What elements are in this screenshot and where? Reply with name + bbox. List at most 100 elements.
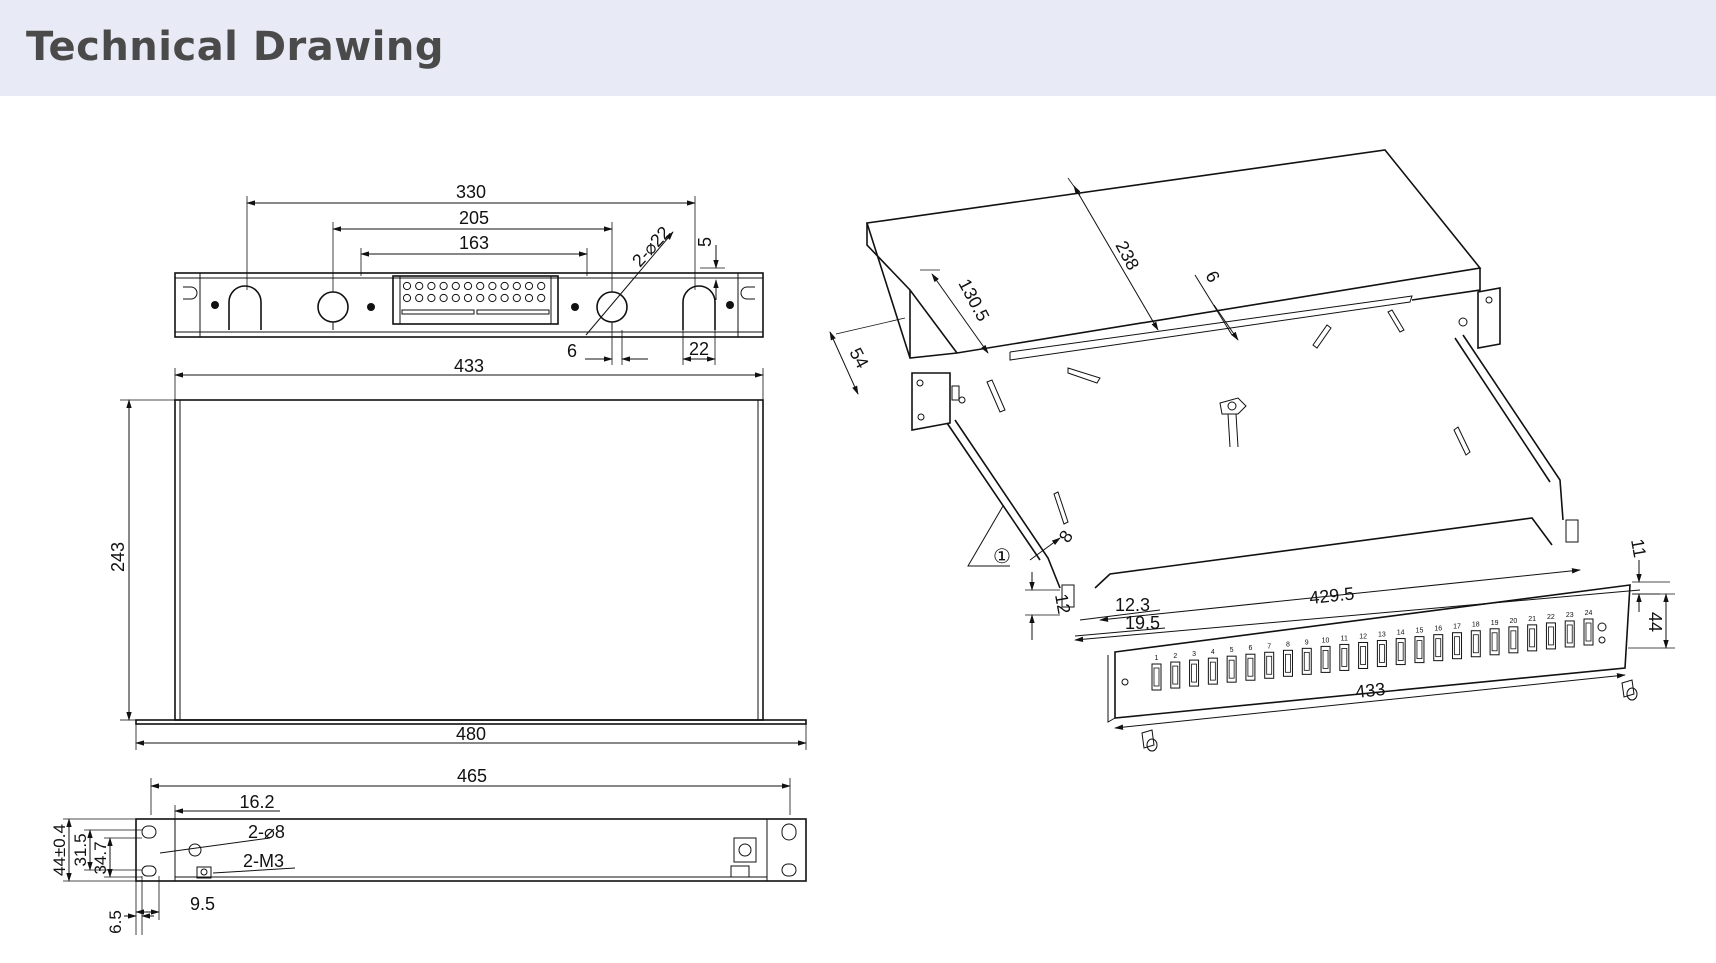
fiber-port-inner xyxy=(1228,659,1235,679)
side-outline xyxy=(135,818,807,882)
fiber-port xyxy=(1508,626,1519,654)
port-number: 21 xyxy=(1528,616,1536,623)
fiber-port-inner xyxy=(1303,651,1310,671)
fiber-port-inner xyxy=(1435,638,1442,658)
adapter-hole xyxy=(463,293,473,303)
dim-5: 5 xyxy=(695,237,715,247)
adapter-hole xyxy=(500,281,509,291)
adapter-hole xyxy=(488,293,497,303)
fiber-port-inner xyxy=(1209,661,1216,681)
screw-dot xyxy=(726,301,734,309)
fiber-port xyxy=(1545,622,1556,650)
fiber-port-inner xyxy=(1341,648,1348,667)
front-view: 330 205 163 2-⌀22 5 6 22 xyxy=(174,182,764,365)
tray-outline xyxy=(174,399,764,721)
adapter-panel xyxy=(392,275,559,325)
port-number: 24 xyxy=(1585,610,1593,617)
adapter-hole xyxy=(402,293,412,303)
mount-slot xyxy=(141,865,157,877)
port-number: 22 xyxy=(1547,614,1555,621)
front-panel-outline xyxy=(174,272,764,338)
port-number: 20 xyxy=(1509,618,1517,625)
ear-slot-right xyxy=(740,286,755,300)
fiber-port-inner xyxy=(1585,622,1592,642)
port-number: 11 xyxy=(1341,635,1348,642)
dim-163: 163 xyxy=(459,233,489,253)
cable-clip xyxy=(733,837,757,863)
dim-429-5: 429.5 xyxy=(1308,583,1355,608)
adapter-hole xyxy=(476,281,485,291)
dim-22: 22 xyxy=(689,339,709,359)
adapter-hole xyxy=(524,281,534,291)
dim-12: 12 xyxy=(1051,592,1074,615)
dim-54: 54 xyxy=(845,344,872,371)
fiber-port xyxy=(1339,643,1350,671)
tray-tab xyxy=(1061,584,1075,608)
fiber-port-inner xyxy=(1378,644,1385,663)
fiber-port xyxy=(1564,620,1575,648)
adapter-hole xyxy=(415,281,424,291)
dim-9-5: 9.5 xyxy=(190,894,215,914)
dim-238: 238 xyxy=(1111,237,1143,273)
fiber-port xyxy=(1452,632,1463,660)
fiber-port-inner xyxy=(1322,649,1329,669)
port-number: 6 xyxy=(1248,645,1252,652)
adapter-hole xyxy=(439,281,448,291)
header-banner: Technical Drawing xyxy=(0,0,1716,96)
fiber-port xyxy=(1489,628,1500,656)
port-number: 5 xyxy=(1230,647,1234,654)
fiber-port-inner xyxy=(1566,624,1573,644)
adapter-hole xyxy=(451,293,460,303)
fiber-port-inner xyxy=(1529,628,1536,648)
dim-480: 480 xyxy=(456,724,486,744)
fiber-port-inner xyxy=(1191,663,1197,683)
dim-243: 243 xyxy=(108,542,128,572)
thumbscrew-left xyxy=(1141,729,1158,752)
fiber-port-inner xyxy=(1397,642,1404,661)
fiber-port xyxy=(1414,636,1425,664)
hole-8 xyxy=(188,843,202,857)
cover-lid xyxy=(865,149,1482,359)
dim-330: 330 xyxy=(456,182,486,202)
adapter-hole xyxy=(512,293,521,303)
fiber-port-inner xyxy=(1548,626,1554,646)
isometric-view: 238 130.5 6 54 xyxy=(829,149,1675,752)
port-number: 1 xyxy=(1155,655,1159,662)
port-number: 19 xyxy=(1491,620,1499,627)
hole-22-left xyxy=(317,291,349,323)
port-number: 18 xyxy=(1472,622,1480,629)
mount-ear-left xyxy=(911,372,951,431)
fiber-port xyxy=(1376,640,1387,668)
side-view: 465 16.2 2-⌀8 2-M3 44±0.4 31.5 34.7 xyxy=(50,766,807,935)
screw-dot xyxy=(367,303,375,311)
dim-44: 44 xyxy=(1645,612,1665,632)
port-number: 23 xyxy=(1566,612,1574,619)
fiber-port xyxy=(1433,634,1444,662)
screw-dot xyxy=(571,303,579,311)
port-number: 17 xyxy=(1453,624,1461,631)
adapter-hole xyxy=(537,293,546,303)
adapter-hole xyxy=(451,281,460,291)
tray-tab xyxy=(1565,519,1579,543)
fiber-port xyxy=(1320,645,1331,673)
adapter-hole xyxy=(439,293,448,303)
dim-433-iso: 433 xyxy=(1354,679,1386,702)
adapter-hole xyxy=(427,281,436,291)
mount-slot xyxy=(141,825,157,839)
callout-1: ① xyxy=(993,546,1011,568)
adapter-hole xyxy=(427,293,436,303)
adapter-hole xyxy=(415,293,424,303)
dim-8: 8 xyxy=(1055,527,1077,547)
fiber-port xyxy=(1358,641,1369,669)
dim-433: 433 xyxy=(454,356,484,376)
cable-entry-right xyxy=(682,285,716,330)
dim-m3: 2-M3 xyxy=(243,851,284,871)
fiber-port-inner xyxy=(1172,665,1179,685)
fiber-port-inner xyxy=(1285,653,1291,673)
m3-screw xyxy=(196,866,212,879)
adapter-hole xyxy=(500,293,509,303)
mount-slot xyxy=(781,823,797,841)
port-number: 3 xyxy=(1192,651,1196,658)
